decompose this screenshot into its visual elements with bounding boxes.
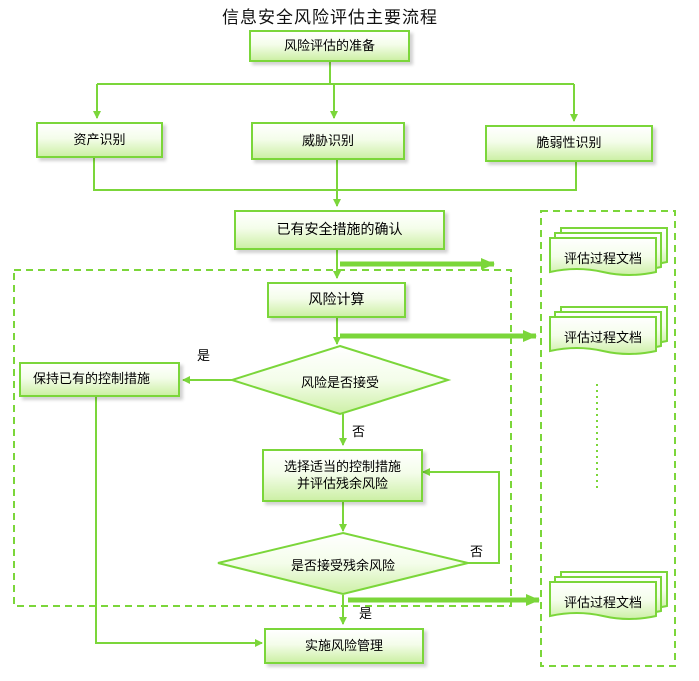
dashed-region-docs (540, 210, 676, 667)
node-implement: 实施风险管理 (264, 628, 424, 664)
doc-label-3: 评估过程文档 (563, 596, 642, 611)
node-select-line2: 并评估残余风险 (296, 476, 388, 492)
doc-stack-3 (549, 571, 668, 620)
decision-accept-label: 风险是否接受 (300, 376, 379, 391)
node-prepare: 风险评估的准备 (249, 30, 410, 62)
label-yes-residual: 是 (359, 607, 373, 622)
node-threat: 威胁识别 (251, 122, 405, 160)
node-select-line1: 选择适当的控制措施 (283, 459, 401, 475)
doc-label-1: 评估过程文档 (563, 252, 642, 267)
doc-label-2: 评估过程文档 (563, 331, 642, 346)
label-no-residual: 否 (470, 545, 484, 560)
doc-stack-1 (549, 227, 668, 276)
decision-accept-shape (228, 344, 452, 416)
diagram-title: 信息安全风险评估主要流程 (222, 8, 438, 28)
node-vuln: 脆弱性识别 (485, 125, 653, 162)
node-existing: 已有安全措施的确认 (234, 210, 445, 250)
node-select: 选择适当的控制措施 并评估残余风险 (262, 449, 423, 502)
label-no-accept: 否 (352, 425, 366, 440)
label-yes-accept: 是 (197, 349, 211, 364)
dashed-region-main (13, 269, 512, 607)
connector-merge-asset (93, 158, 577, 191)
decision-residual-label: 是否接受残余风险 (290, 559, 395, 574)
node-asset: 资产识别 (36, 122, 163, 158)
decision-residual-shape (217, 531, 469, 596)
node-calc: 风险计算 (267, 282, 406, 318)
arrow-to-implement-from-keep (95, 397, 263, 647)
doc-stack-2 (549, 306, 668, 355)
arrow-residual-loop (422, 468, 500, 564)
node-keep: 保持已有的控制措施 (19, 362, 180, 397)
